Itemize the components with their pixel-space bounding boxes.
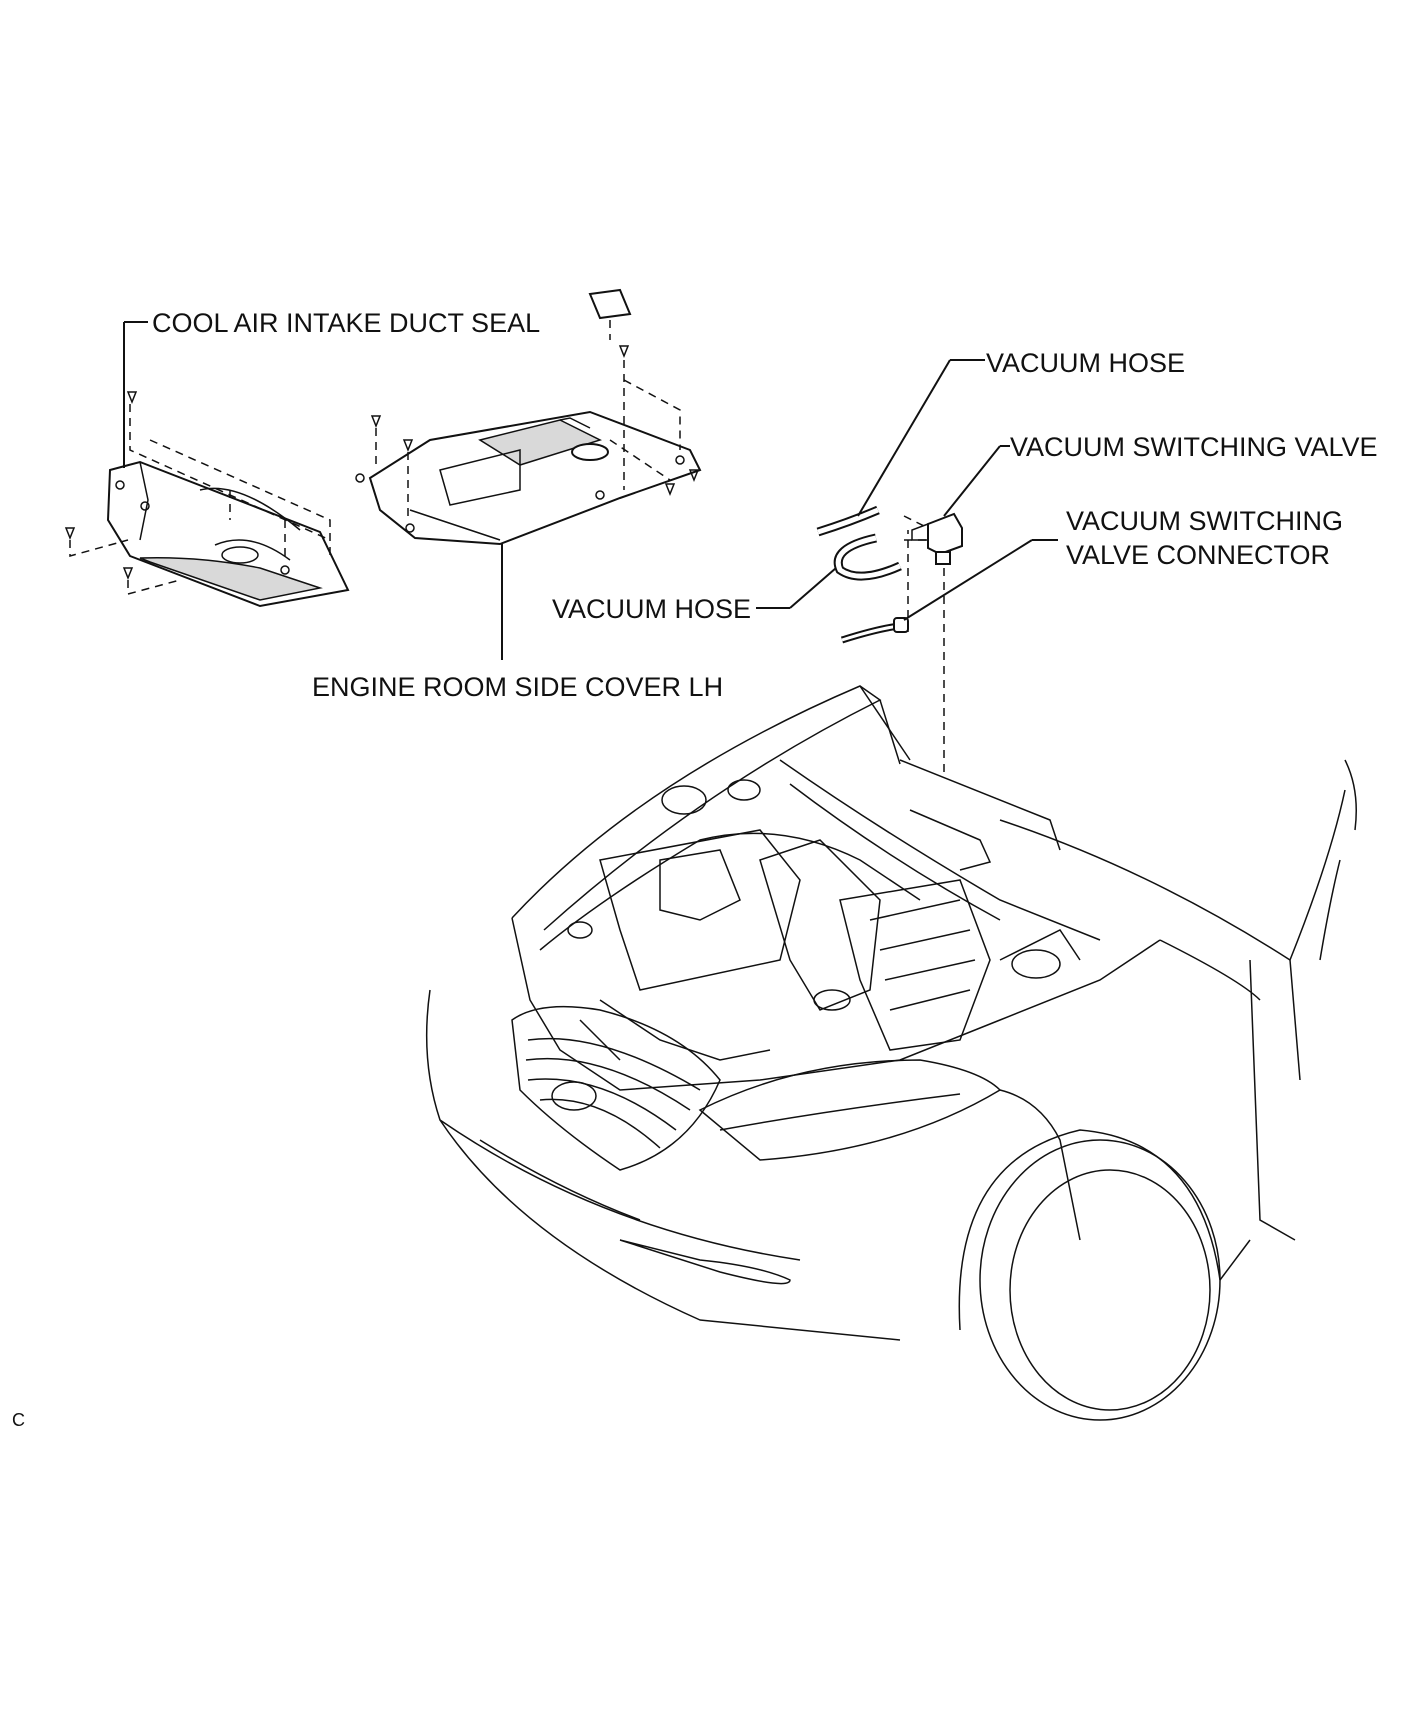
small-pad-part: [588, 288, 632, 320]
vsv-leader-line: [943, 445, 1001, 517]
label-vacuum-hose-upper: VACUUM HOSE: [986, 348, 1185, 378]
vacuum-hose-upper-part: [816, 505, 880, 537]
cover-fasteners: [370, 320, 700, 520]
label-vsv-connector-line1: VACUUM SWITCHING: [1066, 506, 1343, 536]
cool-air-intake-duct-seal-part: [106, 460, 350, 608]
label-cool-air-intake-duct-seal: COOL AIR INTAKE DUCT SEAL: [152, 308, 540, 338]
vsv-connector-part: [840, 617, 909, 644]
vsv-connector-leader: [903, 539, 1033, 621]
engine-room-side-cover-part: [355, 410, 702, 546]
label-vacuum-switching-valve: VACUUM SWITCHING VALVE: [1010, 432, 1378, 462]
figure-code: C: [12, 1410, 25, 1430]
vacuum-switching-valve-part: [903, 512, 963, 565]
seal-fasteners: [64, 391, 331, 595]
vacuum-hose-lower-leader: [789, 567, 837, 609]
vacuum-hose-lower-part: [833, 533, 902, 581]
label-vacuum-hose-lower: VACUUM HOSE: [552, 594, 751, 624]
label-vsv-connector-line2: VALVE CONNECTOR: [1066, 540, 1330, 570]
label-engine-room-side-cover-lh: ENGINE ROOM SIDE COVER LH: [312, 672, 723, 702]
vacuum-hose-upper-leader: [857, 359, 951, 517]
vehicle-illustration: [425, 685, 1357, 1421]
